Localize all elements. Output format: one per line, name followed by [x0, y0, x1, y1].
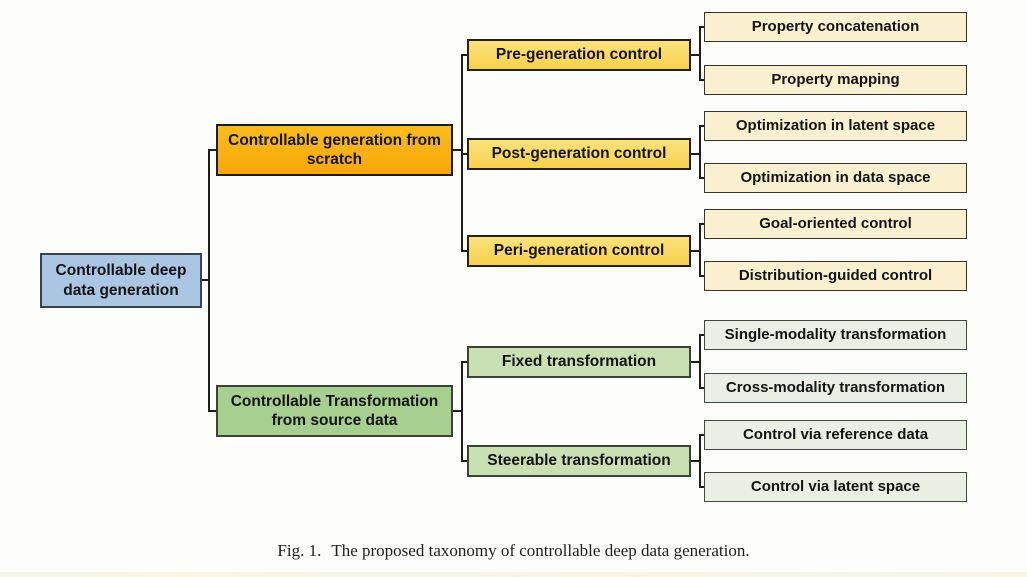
node-controllable-deep-data-generation: Controllable deep data generation	[40, 253, 202, 308]
leaf-distribution-guided-control: Distribution-guided control	[704, 261, 967, 291]
leaf-goal-oriented-control: Goal-oriented control	[704, 209, 967, 239]
node-peri-generation-control: Peri-generation control	[467, 235, 691, 267]
caption-text: The proposed taxonomy of controllable de…	[331, 541, 750, 560]
leaf-single-modality-transformation: Single-modality transformation	[704, 320, 967, 350]
node-post-generation-control: Post-generation control	[467, 138, 691, 170]
node-pre-generation-control: Pre-generation control	[467, 39, 691, 71]
leaf-cross-modality-transformation: Cross-modality transformation	[704, 373, 967, 403]
caption-figure-number: Fig. 1.	[277, 541, 322, 560]
node-controllable-generation-from-scratch: Controllable generation from scratch	[216, 124, 453, 176]
leaf-property-concatenation: Property concatenation	[704, 12, 967, 42]
leaf-optimization-in-data-space: Optimization in data space	[704, 163, 967, 193]
node-steerable-transformation: Steerable transformation	[467, 445, 691, 477]
leaf-control-via-latent-space: Control via latent space	[704, 472, 967, 502]
leaf-property-mapping: Property mapping	[704, 65, 967, 95]
cropped-next-content-strip	[0, 572, 1027, 577]
leaf-control-via-reference-data: Control via reference data	[704, 420, 967, 450]
node-fixed-transformation: Fixed transformation	[467, 346, 691, 378]
node-controllable-transformation-from-source-data: Controllable Transformation from source …	[216, 385, 453, 437]
leaf-optimization-in-latent-space: Optimization in latent space	[704, 111, 967, 141]
figure-caption: Fig. 1. The proposed taxonomy of controll…	[0, 541, 1027, 561]
